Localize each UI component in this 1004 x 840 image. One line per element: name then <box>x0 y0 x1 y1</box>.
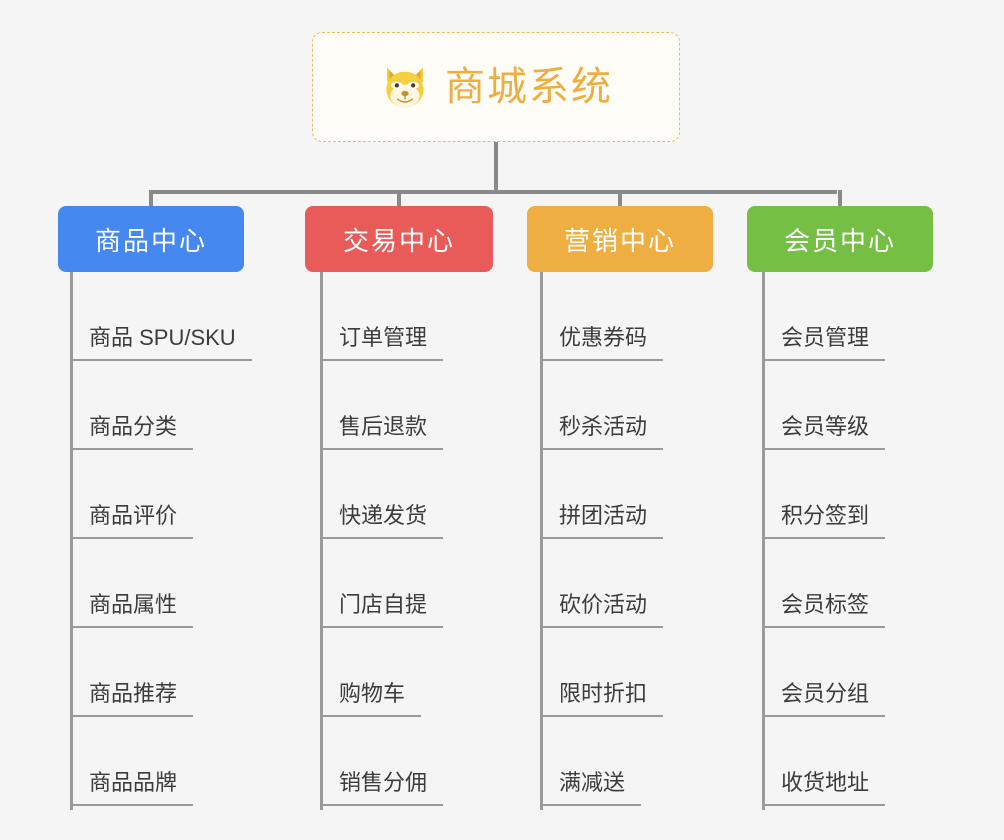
leaf-item[interactable]: 优惠券码 <box>543 272 664 361</box>
leaf-item-label: 会员管理 <box>781 324 870 350</box>
leaf-item[interactable]: 商品分类 <box>73 361 194 450</box>
connector-stem <box>494 142 498 194</box>
leaf-item-label: 商品评价 <box>89 502 178 528</box>
leaf-item[interactable]: 订单管理 <box>323 272 444 361</box>
leaf-item-label: 商品 SPU/SKU <box>89 324 236 350</box>
leaf-item-label: 销售分佣 <box>339 769 428 795</box>
leaf-underline: 商品评价 <box>73 502 194 539</box>
shiba-dog-face-icon <box>379 61 431 113</box>
leaf-item-label: 商品属性 <box>89 591 178 617</box>
leaf-underline: 商品分类 <box>73 413 194 450</box>
category-header-label: 会员中心 <box>783 225 896 256</box>
leaf-underline: 会员标签 <box>765 591 886 628</box>
leaf-item[interactable]: 限时折扣 <box>543 628 664 717</box>
connector-drop-1 <box>149 190 153 212</box>
leaf-item[interactable]: 销售分佣 <box>323 717 444 806</box>
leaf-item-label: 订单管理 <box>339 324 428 350</box>
category-header-label: 交易中心 <box>342 225 455 256</box>
leaf-item[interactable]: 拼团活动 <box>543 450 664 539</box>
leaf-underline: 优惠券码 <box>543 324 664 361</box>
leaf-item[interactable]: 商品 SPU/SKU <box>73 272 252 361</box>
leaf-underline: 积分签到 <box>765 502 886 539</box>
leaf-item-label: 售后退款 <box>339 413 428 439</box>
leaf-item[interactable]: 收货地址 <box>765 717 886 806</box>
leaf-item[interactable]: 商品评价 <box>73 450 194 539</box>
leaf-item-label: 商品分类 <box>89 413 178 439</box>
leaf-item-label: 砍价活动 <box>559 591 648 617</box>
leaf-underline: 订单管理 <box>323 324 444 361</box>
root-node[interactable]: 商城系统 <box>312 32 680 142</box>
leaf-item[interactable]: 商品推荐 <box>73 628 194 717</box>
category-header-1[interactable]: 商品中心 <box>58 206 244 272</box>
leaf-item[interactable]: 砍价活动 <box>543 539 664 628</box>
leaf-underline: 满减送 <box>543 769 642 806</box>
leaf-item-label: 会员标签 <box>781 591 870 617</box>
leaf-item[interactable]: 会员等级 <box>765 361 886 450</box>
leaf-item-label: 满减送 <box>559 769 626 795</box>
leaf-item[interactable]: 满减送 <box>543 717 642 806</box>
leaf-item-label: 限时折扣 <box>559 680 648 706</box>
leaf-item-label: 拼团活动 <box>559 502 648 528</box>
column-trunk-line <box>320 272 323 810</box>
leaf-item-label: 收货地址 <box>781 769 870 795</box>
leaf-underline: 商品 SPU/SKU <box>73 325 252 361</box>
leaf-underline: 会员管理 <box>765 324 886 361</box>
category-header-2[interactable]: 交易中心 <box>305 206 493 272</box>
root-title: 商城系统 <box>445 65 613 109</box>
leaf-underline: 商品属性 <box>73 591 194 628</box>
connector-horizontal-bar <box>149 190 837 194</box>
connector-drop-2 <box>397 190 401 212</box>
leaf-underline: 商品品牌 <box>73 769 194 806</box>
category-header-label: 商品中心 <box>94 225 207 256</box>
column-trunk-line <box>762 272 765 810</box>
column-trunk-line <box>70 272 73 810</box>
leaf-item[interactable]: 售后退款 <box>323 361 444 450</box>
leaf-item-label: 秒杀活动 <box>559 413 648 439</box>
leaf-item-label: 快递发货 <box>339 502 428 528</box>
leaf-underline: 购物车 <box>323 680 422 717</box>
leaf-item-label: 积分签到 <box>781 502 870 528</box>
leaf-underline: 售后退款 <box>323 413 444 450</box>
leaf-underline: 秒杀活动 <box>543 413 664 450</box>
leaf-item[interactable]: 积分签到 <box>765 450 886 539</box>
column-trunk-line <box>540 272 543 810</box>
leaf-underline: 收货地址 <box>765 769 886 806</box>
leaf-underline: 会员分组 <box>765 680 886 717</box>
leaf-item[interactable]: 快递发货 <box>323 450 444 539</box>
leaf-item[interactable]: 会员分组 <box>765 628 886 717</box>
leaf-underline: 销售分佣 <box>323 769 444 806</box>
leaf-underline: 快递发货 <box>323 502 444 539</box>
category-header-3[interactable]: 营销中心 <box>527 206 713 272</box>
leaf-underline: 砍价活动 <box>543 591 664 628</box>
leaf-item-label: 门店自提 <box>339 591 428 617</box>
connector-drop-4 <box>838 190 842 212</box>
leaf-item-label: 会员分组 <box>781 680 870 706</box>
leaf-underline: 会员等级 <box>765 413 886 450</box>
leaf-item[interactable]: 商品属性 <box>73 539 194 628</box>
leaf-item[interactable]: 购物车 <box>323 628 422 717</box>
category-header-label: 营销中心 <box>563 225 676 256</box>
leaf-item[interactable]: 门店自提 <box>323 539 444 628</box>
leaf-item-label: 优惠券码 <box>559 324 648 350</box>
leaf-underline: 门店自提 <box>323 591 444 628</box>
leaf-item-label: 购物车 <box>339 680 406 706</box>
leaf-item-label: 商品品牌 <box>89 769 178 795</box>
leaf-item-label: 会员等级 <box>781 413 870 439</box>
leaf-item[interactable]: 商品品牌 <box>73 717 194 806</box>
leaf-underline: 限时折扣 <box>543 680 664 717</box>
leaf-item[interactable]: 会员标签 <box>765 539 886 628</box>
leaf-underline: 商品推荐 <box>73 680 194 717</box>
category-header-4[interactable]: 会员中心 <box>747 206 933 272</box>
leaf-item[interactable]: 秒杀活动 <box>543 361 664 450</box>
connector-drop-3 <box>618 190 622 212</box>
leaf-item[interactable]: 会员管理 <box>765 272 886 361</box>
leaf-item-label: 商品推荐 <box>89 680 178 706</box>
leaf-underline: 拼团活动 <box>543 502 664 539</box>
